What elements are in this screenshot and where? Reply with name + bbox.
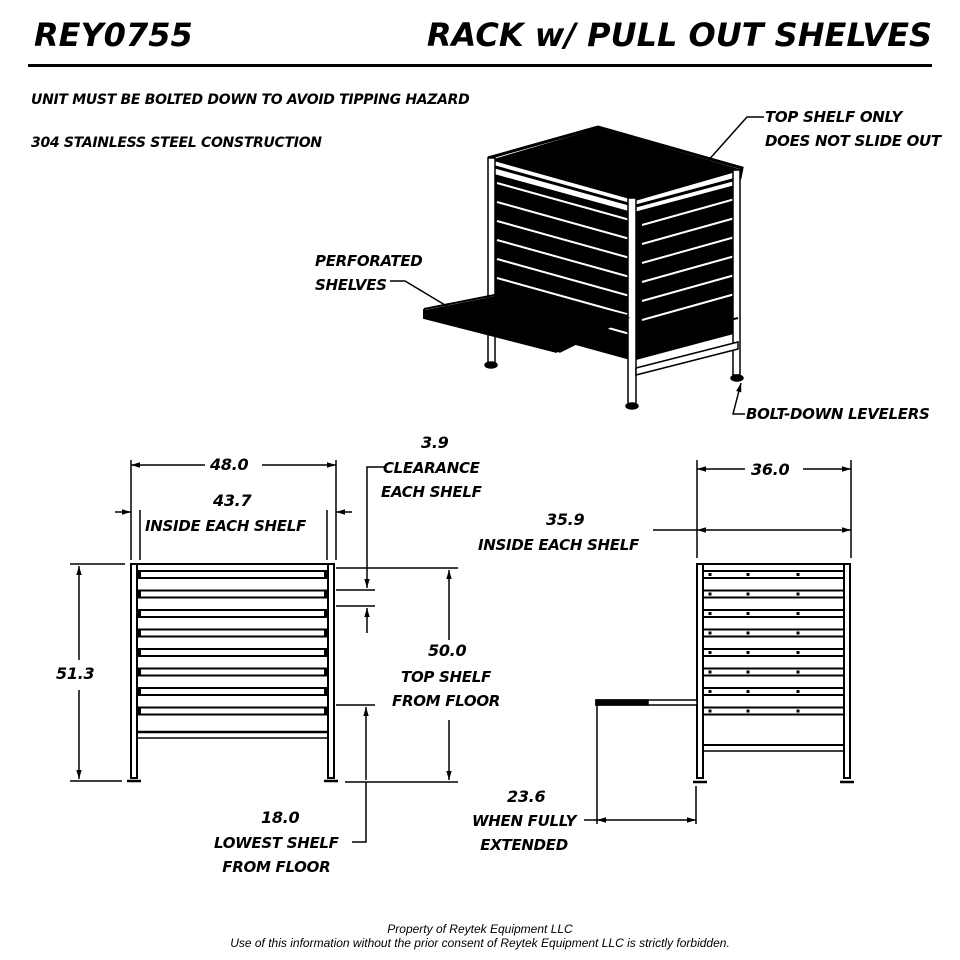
- callout-bolt-down-levelers: BOLT-DOWN LEVELERS: [746, 405, 930, 423]
- callout-perforated-shelves: PERFORATED SHELVES: [315, 249, 423, 297]
- front-shelf: [136, 667, 329, 677]
- dim-overall-depth: 36.0: [751, 460, 790, 479]
- extension-label-line1: WHEN FULLY: [472, 812, 577, 830]
- top-shelf-label-line1: TOP SHELF: [401, 668, 491, 686]
- dim-clearance: 3.9: [421, 433, 449, 452]
- callout-top-shelf-line1: TOP SHELF ONLY: [765, 108, 903, 126]
- front-shelf: [136, 628, 329, 638]
- leader-top-shelf: [705, 116, 764, 164]
- dim-inside-width-label: INSIDE EACH SHELF: [145, 517, 306, 535]
- dim-lowest-shelf-label: LOWEST SHELF FROM FLOOR: [214, 831, 339, 879]
- side-shelf: [703, 609, 844, 618]
- dim-inside-width: 43.7: [213, 491, 252, 510]
- dim-lowest-shelf-height: 18.0: [261, 808, 300, 827]
- footer-disclaimer: Use of this information without the prio…: [230, 936, 730, 950]
- dim-overall-width: 48.0: [210, 455, 249, 474]
- front-shelf: [136, 706, 329, 716]
- side-shelf: [703, 628, 844, 638]
- iso-lower-rail: [635, 341, 739, 376]
- leader-perforated: [390, 280, 451, 309]
- side-shelf: [703, 706, 844, 716]
- iso-top-frame: [487, 125, 744, 208]
- iso-leveler: [625, 402, 639, 410]
- note-material: 304 STAINLESS STEEL CONSTRUCTION: [31, 135, 322, 151]
- extension-label-line2: EXTENDED: [480, 836, 568, 854]
- leader-levelers: [732, 382, 745, 415]
- front-shelf: [136, 609, 329, 618]
- side-post-back: [843, 563, 851, 779]
- side-post-front: [696, 563, 704, 779]
- clearance-label-line2: EACH SHELF: [381, 483, 482, 501]
- lowest-shelf-label-line2: FROM FLOOR: [222, 858, 331, 876]
- front-shelf: [136, 648, 329, 657]
- front-view: [70, 460, 458, 843]
- iso-leveler: [730, 374, 744, 382]
- side-shelf: [703, 667, 844, 677]
- footer-property: Property of Reytek Equipment LLC: [387, 922, 573, 936]
- iso-post-front-right: [627, 197, 637, 406]
- dim-clearance-label: CLEARANCE EACH SHELF: [381, 456, 482, 504]
- note-bolted-down: UNIT MUST BE BOLTED DOWN TO AVOID TIPPIN…: [31, 92, 470, 108]
- lowest-shelf-label-line1: LOWEST SHELF: [214, 834, 339, 852]
- dim-top-shelf-label: TOP SHELF FROM FLOOR: [392, 665, 500, 713]
- dim-overall-height: 51.3: [56, 664, 95, 683]
- top-shelf-label-line2: FROM FLOOR: [392, 692, 501, 710]
- part-number: REY0755: [34, 16, 193, 54]
- side-shelf: [703, 589, 844, 599]
- drawing-title: RACK w/ PULL OUT SHELVES: [426, 16, 932, 54]
- dim-extension-label: WHEN FULLY EXTENDED: [472, 809, 577, 857]
- front-shelves: [136, 570, 329, 716]
- callout-perforated-line1: PERFORATED: [315, 252, 423, 270]
- callout-top-shelf-line2: DOES NOT SLIDE OUT: [765, 132, 941, 150]
- title-underline: [28, 64, 932, 67]
- front-shelf: [136, 687, 329, 696]
- callout-top-shelf: TOP SHELF ONLY DOES NOT SLIDE OUT: [765, 105, 941, 153]
- front-shelf: [136, 570, 329, 579]
- dim-inside-depth-label: INSIDE EACH SHELF: [478, 536, 639, 554]
- isometric-view: [390, 116, 764, 415]
- side-shelf: [703, 648, 844, 657]
- side-shelf: [703, 687, 844, 696]
- callout-perforated-line2: SHELVES: [315, 276, 387, 294]
- dim-top-shelf-height: 50.0: [428, 641, 467, 660]
- clearance-label-line1: CLEARANCE: [382, 459, 480, 477]
- front-shelf: [136, 589, 329, 599]
- side-shelf: [703, 570, 844, 579]
- dim-extension: 23.6: [507, 787, 546, 806]
- side-shelves: [703, 570, 844, 716]
- iso-leveler: [484, 361, 498, 369]
- side-view: [584, 460, 854, 824]
- dim-inside-depth: 35.9: [546, 510, 585, 529]
